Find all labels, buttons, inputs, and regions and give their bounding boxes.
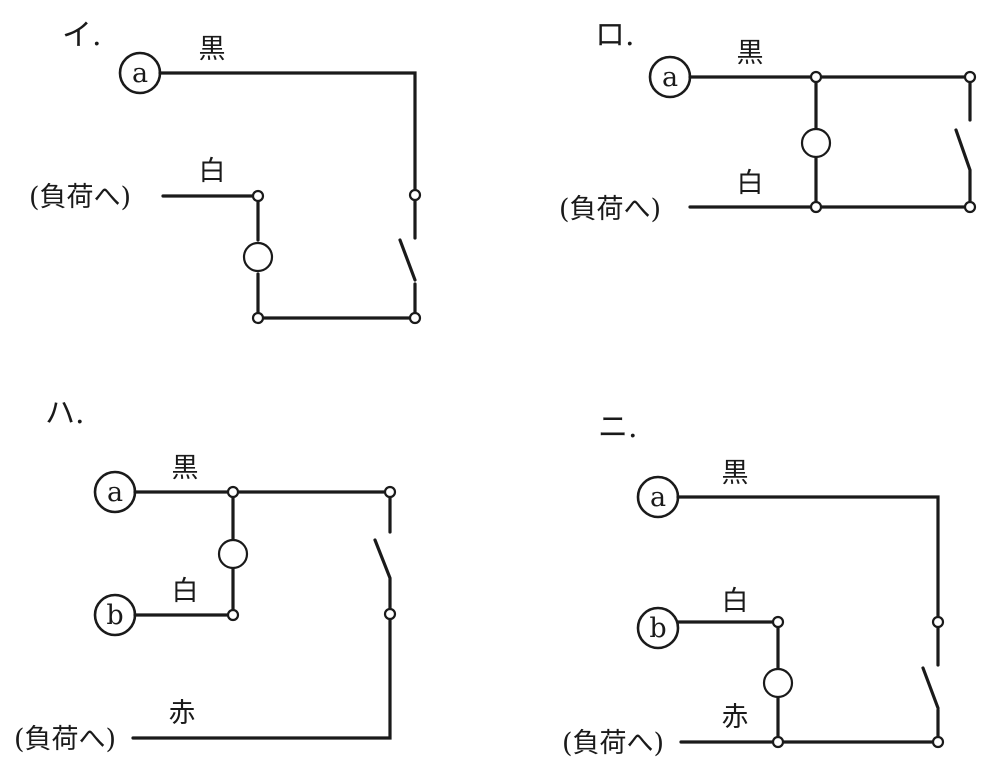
wire-label-black: 黒	[722, 458, 749, 489]
load-label: (負荷へ)	[29, 182, 131, 213]
load-label: (負荷へ)	[559, 194, 661, 225]
terminal-a-letter: a	[132, 58, 148, 89]
load-label: (負荷へ)	[562, 728, 664, 759]
connection-dot-icon	[931, 735, 945, 749]
load-label: (負荷へ)	[14, 724, 116, 755]
option-ni: ニ. a b 黒 白 赤 (負荷へ)	[562, 410, 945, 759]
lamp-icon	[800, 127, 832, 159]
connection-dot-icon	[809, 70, 823, 84]
wire-label-red: 赤	[169, 698, 196, 729]
wires	[688, 75, 972, 209]
terminal-a-letter: a	[662, 62, 678, 93]
wire-label-red: 赤	[722, 702, 749, 733]
option-ro: ロ. a 黒 白 (負荷へ)	[559, 18, 977, 225]
connection-dot-icon	[771, 615, 785, 629]
terminal-a-letter: a	[107, 477, 123, 508]
wire-label-black: 黒	[737, 38, 764, 69]
option-label: ニ.	[598, 410, 638, 445]
option-label: ロ.	[595, 18, 635, 53]
terminal-a-letter: a	[650, 482, 666, 513]
wire-label-white: 白	[172, 576, 199, 607]
wire-label-white: 白	[737, 168, 764, 199]
connection-dot-icon	[771, 735, 785, 749]
lamp-icon	[242, 241, 274, 273]
connection-dot-icon	[963, 70, 977, 84]
connection-dot-icon	[383, 485, 397, 499]
option-ha: ハ. a b 黒 白 赤 (負荷へ)	[14, 396, 397, 755]
connection-dot-icon	[963, 200, 977, 214]
lamp-icon	[217, 538, 249, 570]
terminal-b-letter: b	[106, 600, 123, 631]
connection-dot-icon	[226, 608, 240, 622]
connection-dot-icon	[383, 607, 397, 621]
wires	[676, 495, 940, 744]
option-label: イ.	[62, 18, 102, 53]
lamp-icon	[762, 667, 794, 699]
wire-label-white: 白	[199, 156, 226, 187]
terminal-b-letter: b	[649, 613, 666, 644]
connection-dot-icon	[408, 188, 422, 202]
connection-dot-icon	[226, 485, 240, 499]
connection-dot-icon	[251, 189, 265, 203]
option-i: イ. a 黒 白 (負荷へ)	[29, 18, 422, 325]
wire-label-black: 黒	[172, 453, 199, 484]
connection-dot-icon	[408, 311, 422, 325]
terminal-b-icon	[636, 606, 680, 650]
wires	[158, 71, 417, 320]
option-label: ハ.	[45, 396, 85, 431]
connection-dot-icon	[251, 311, 265, 325]
wire-label-white: 白	[722, 586, 749, 617]
wire-label-black: 黒	[199, 34, 226, 65]
connection-dot-icon	[931, 615, 945, 629]
connection-dot-icon	[809, 200, 823, 214]
